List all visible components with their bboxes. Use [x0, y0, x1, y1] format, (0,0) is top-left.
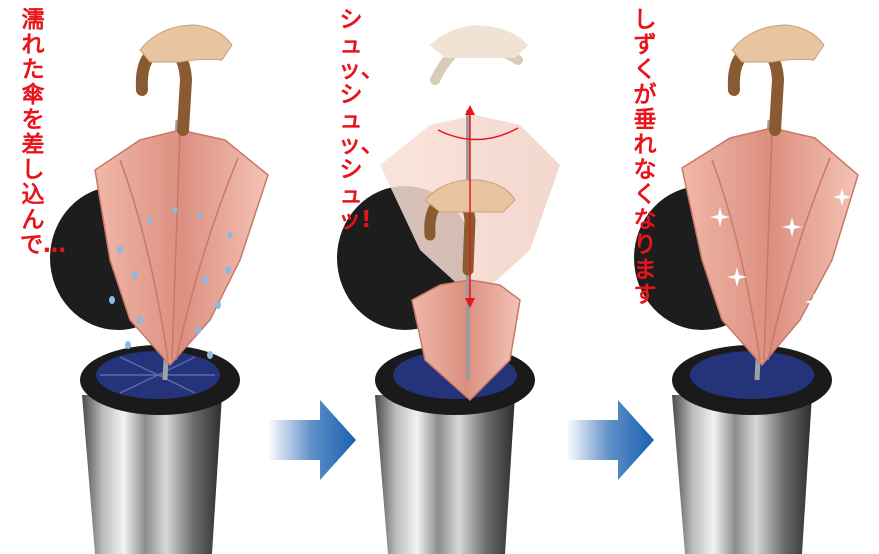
panel-1: [50, 25, 268, 554]
panel-3: [634, 25, 858, 554]
caption-2: シュッ、シュッ、シュッ!: [338, 8, 364, 233]
caption-3: しずくが垂れなくなります: [632, 8, 658, 308]
arrow-right-icon-2: [566, 400, 654, 480]
panel-2: [337, 25, 560, 554]
arrow-right-icon: [268, 400, 356, 480]
caption-1: 濡れた傘を差し込んで…: [20, 8, 46, 258]
hand-icon: [140, 25, 232, 62]
umbrella-stand-icon: [82, 395, 222, 554]
